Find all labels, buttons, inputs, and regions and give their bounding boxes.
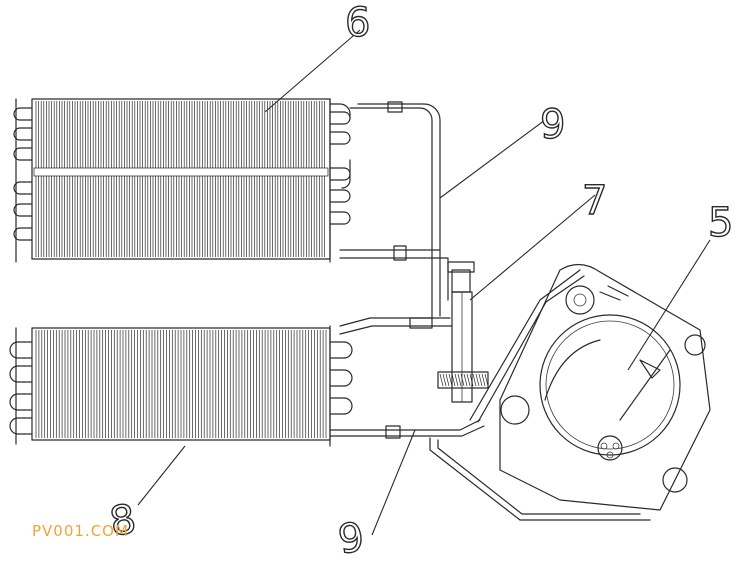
drier-hatch-line xyxy=(454,373,459,387)
drier-hatch-line xyxy=(466,373,471,387)
watermark-text: PV001.COM xyxy=(32,522,129,540)
drier-hatch-line xyxy=(445,373,450,387)
compressor xyxy=(499,263,711,511)
drier-hatch-line xyxy=(451,373,456,387)
callout-label-5: 5 xyxy=(708,200,733,246)
drier-hatch-line xyxy=(469,373,474,387)
lower-evaporator-coil xyxy=(9,325,353,447)
drier-hatch-line xyxy=(457,373,462,387)
callout-label-6: 6 xyxy=(345,0,370,46)
leader-lines xyxy=(137,29,711,536)
drier-hatch-line xyxy=(460,373,465,387)
callout-label-9-top: 9 xyxy=(540,102,565,148)
drier-hatch-line xyxy=(448,373,453,387)
drier-filter xyxy=(437,261,489,403)
drier-hatch-line xyxy=(481,373,486,387)
callout-label-7: 7 xyxy=(582,178,607,224)
drier-hatch-line xyxy=(484,373,489,387)
drier-hatch-line xyxy=(478,373,483,387)
drier-hatch-line xyxy=(463,373,468,387)
refrigerant-piping xyxy=(329,101,651,521)
callout-label-9-bottom: 9 xyxy=(335,514,367,561)
drier-hatch-line xyxy=(472,373,477,387)
upper-condenser-coil xyxy=(13,98,351,263)
drier-hatch-line xyxy=(439,373,444,387)
drier-hatch-line xyxy=(475,373,480,387)
drier-hatch-line xyxy=(442,373,447,387)
